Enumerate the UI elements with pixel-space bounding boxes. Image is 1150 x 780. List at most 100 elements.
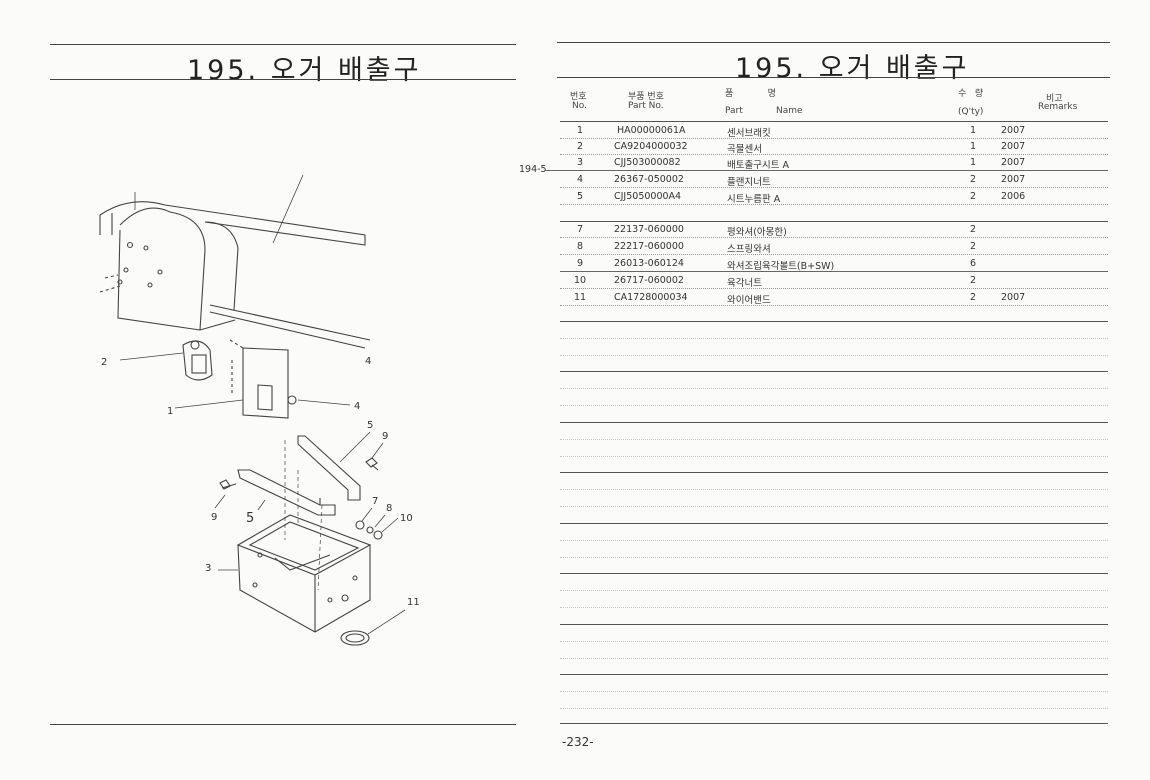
right-title-rule-top bbox=[557, 42, 1110, 43]
row-remarks: 2007 bbox=[1001, 141, 1026, 152]
callout-label: 3 bbox=[205, 563, 212, 574]
page-number: -232- bbox=[562, 735, 594, 749]
callout-label: 5 bbox=[246, 511, 255, 526]
row-divider bbox=[560, 641, 1108, 642]
row-divider bbox=[560, 607, 1108, 608]
group-rule bbox=[560, 221, 1108, 222]
group-rule bbox=[560, 723, 1108, 724]
group-rule bbox=[560, 422, 1108, 423]
right-title-rule-bottom bbox=[557, 77, 1110, 78]
row-no: 11 bbox=[574, 292, 587, 303]
row-part-number: HA00000061A bbox=[617, 125, 686, 136]
row-part-number: CA9204000032 bbox=[614, 141, 688, 152]
row-remarks: 2007 bbox=[1001, 125, 1026, 136]
exploded-parts-diagram bbox=[99, 174, 406, 646]
callout-label: 4 bbox=[354, 401, 361, 412]
row-no: 3 bbox=[577, 157, 584, 168]
side-reference-leader bbox=[545, 170, 560, 171]
row-divider bbox=[560, 305, 1108, 306]
row-qty: 1 bbox=[970, 141, 977, 152]
header-no-en: No. bbox=[572, 101, 587, 111]
row-divider bbox=[560, 658, 1108, 659]
row-part-number: CA1728000034 bbox=[614, 292, 688, 303]
row-qty: 2 bbox=[970, 224, 977, 235]
group-rule bbox=[560, 573, 1108, 574]
left-page-title: 195. 오거 배출구 bbox=[187, 55, 422, 86]
row-divider bbox=[560, 271, 1108, 272]
header-name-en-1: Part bbox=[725, 106, 743, 116]
header-part-ko: 부품 번호 bbox=[628, 92, 664, 102]
group-rule bbox=[560, 523, 1108, 524]
header-name-en-2: Name bbox=[776, 106, 803, 116]
callout-label: 5 bbox=[367, 420, 374, 431]
row-divider bbox=[560, 187, 1108, 188]
header-remarks-en: Remarks bbox=[1038, 102, 1078, 112]
row-part-name: 배토출구시트 A bbox=[727, 160, 789, 171]
row-part-name: 스프링와셔 bbox=[727, 244, 771, 255]
row-divider bbox=[560, 456, 1108, 457]
left-bottom-rule bbox=[50, 724, 516, 725]
callout-label: 9 bbox=[211, 512, 218, 523]
callout-label: 1 bbox=[167, 406, 174, 417]
callout-label: 7 bbox=[372, 496, 379, 507]
row-part-name: 평와셔(아몽한) bbox=[727, 227, 787, 238]
row-no: 1 bbox=[577, 125, 584, 136]
row-qty: 1 bbox=[970, 157, 977, 168]
row-divider bbox=[560, 204, 1108, 205]
row-divider bbox=[560, 170, 1108, 171]
row-divider bbox=[560, 506, 1108, 507]
row-divider bbox=[560, 288, 1108, 289]
row-divider bbox=[560, 154, 1108, 155]
row-part-number: 22137-060000 bbox=[614, 224, 684, 235]
group-rule bbox=[560, 371, 1108, 372]
row-divider bbox=[560, 708, 1108, 709]
row-part-number: 26367-050002 bbox=[614, 174, 684, 185]
row-no: 9 bbox=[577, 258, 584, 269]
callout-label: 2 bbox=[101, 357, 108, 368]
group-rule bbox=[560, 321, 1108, 322]
left-title-rule-top bbox=[50, 44, 516, 45]
row-part-number: CJJ503000082 bbox=[614, 157, 681, 168]
row-part-name: 와셔조립육각볼트(B+SW) bbox=[727, 261, 835, 272]
row-qty: 2 bbox=[970, 174, 977, 185]
header-no-ko: 번호 bbox=[570, 92, 587, 102]
header-remarks-ko: 비고 bbox=[1046, 94, 1063, 104]
callout-label: 9 bbox=[382, 431, 389, 442]
right-page-title: 195. 오거 배출구 bbox=[735, 53, 970, 84]
group-rule bbox=[560, 472, 1108, 473]
row-qty: 2 bbox=[970, 191, 977, 202]
group-rule bbox=[560, 674, 1108, 675]
row-part-name: 센서브래킷 bbox=[727, 128, 771, 139]
row-no: 4 bbox=[577, 174, 584, 185]
row-part-number: CJJ5050000A4 bbox=[614, 191, 682, 202]
row-qty: 2 bbox=[970, 275, 977, 286]
row-divider bbox=[560, 355, 1108, 356]
group-rule bbox=[560, 624, 1108, 625]
row-no: 8 bbox=[577, 241, 584, 252]
row-divider bbox=[560, 691, 1108, 692]
row-no: 7 bbox=[577, 224, 584, 235]
row-divider bbox=[560, 338, 1108, 339]
header-bottom-rule bbox=[560, 121, 1108, 122]
row-part-number: 26717-060002 bbox=[614, 275, 684, 286]
header-name-ko: 품 명 bbox=[725, 89, 776, 99]
row-no: 10 bbox=[574, 275, 587, 286]
header-qty-en: (Q'ty) bbox=[958, 107, 984, 117]
side-reference: 194-5 bbox=[519, 164, 547, 175]
callout-label: 10 bbox=[400, 513, 413, 524]
row-no: 5 bbox=[577, 191, 584, 202]
row-no: 2 bbox=[577, 141, 584, 152]
row-qty: 1 bbox=[970, 125, 977, 136]
row-qty: 2 bbox=[970, 241, 977, 252]
row-divider bbox=[560, 489, 1108, 490]
callout-label: 8 bbox=[386, 503, 393, 514]
row-divider bbox=[560, 237, 1108, 238]
row-divider bbox=[560, 388, 1108, 389]
row-part-name: 곡물센서 bbox=[727, 144, 762, 155]
row-part-name: 플랜지너트 bbox=[727, 177, 771, 188]
callout-label: 4 bbox=[365, 356, 372, 367]
row-divider bbox=[560, 254, 1108, 255]
header-qty-ko: 수 량 bbox=[958, 89, 984, 99]
left-title-rule-bottom bbox=[50, 79, 516, 80]
row-divider bbox=[560, 557, 1108, 558]
